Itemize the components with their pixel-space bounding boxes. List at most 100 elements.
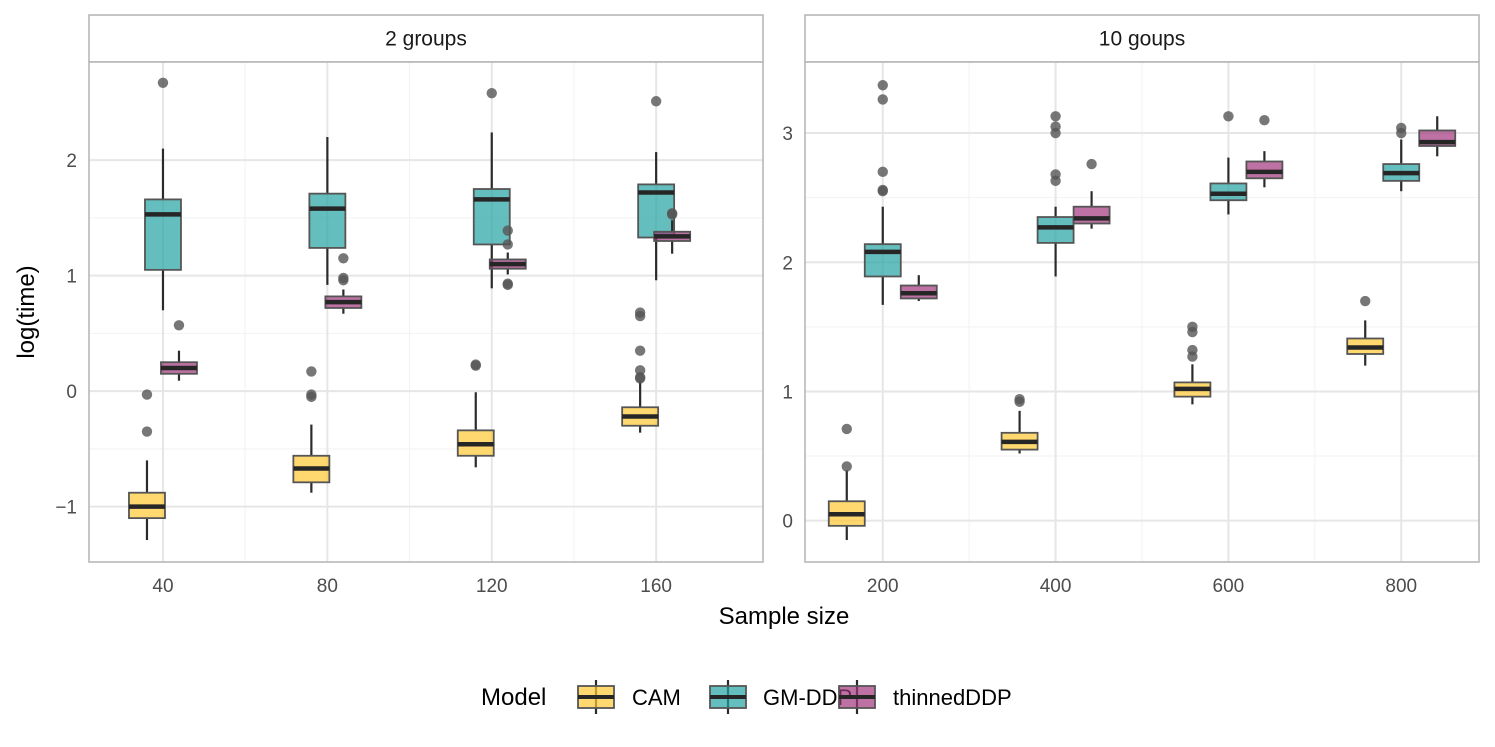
box-gm-ddp: [1382, 122, 1421, 192]
box-body: [1072, 205, 1111, 225]
y-tick-label: −1: [55, 498, 77, 519]
y-tick-label: 2: [66, 151, 77, 172]
outlier-point: [306, 366, 317, 377]
box-cam: [456, 359, 495, 468]
box-gm-ddp: [1036, 111, 1075, 277]
outlier-point: [1014, 394, 1025, 405]
outlier-point: [502, 278, 513, 289]
outlier-point: [338, 272, 349, 284]
outlier-point: [841, 461, 852, 472]
y-tick-label: 0: [782, 512, 793, 533]
y-tick-label: 1: [782, 382, 793, 403]
box-thinnedddp: [488, 225, 527, 291]
outlier-point: [306, 389, 317, 400]
legend-title: Model: [481, 684, 546, 711]
box-gm-ddp: [863, 80, 902, 305]
box-gm-ddp: [1209, 111, 1248, 215]
y-tick-label: 1: [66, 267, 77, 288]
outlier-point: [141, 426, 153, 437]
y-tick-label: 0: [66, 382, 77, 403]
outlier-point: [1259, 114, 1270, 126]
box-gm-ddp: [472, 87, 511, 289]
x-tick-label: 800: [1385, 576, 1417, 597]
outlier-point: [634, 345, 646, 356]
outlier-point: [1050, 169, 1061, 180]
plot-area: −1 0 1 2 40 80 120 160: [55, 61, 764, 597]
box-cam: [1346, 295, 1385, 366]
outlier-point: [634, 307, 646, 318]
outlier-point: [877, 94, 888, 105]
box-cam: [1000, 394, 1039, 454]
plot-background: [89, 62, 763, 562]
outlier-point: [502, 239, 513, 250]
box-gm-ddp: [308, 137, 347, 285]
box-cam: [128, 389, 166, 541]
x-tick-label: 600: [1213, 576, 1245, 597]
box-body: [1036, 216, 1075, 244]
box-cam: [827, 423, 866, 541]
outlier-point: [877, 80, 888, 91]
y-tick-label: 2: [782, 253, 793, 274]
y-tick-label: 3: [782, 124, 793, 145]
legend-key-gm-ddp: [709, 680, 747, 714]
box-cam: [292, 366, 331, 493]
outlier-point: [1223, 111, 1234, 122]
box-thinnedddp: [324, 253, 363, 314]
x-tick-label: 160: [640, 576, 672, 597]
legend-label: CAM: [632, 685, 681, 710]
box-body: [863, 243, 902, 278]
box-thinnedddp: [1072, 158, 1111, 229]
box-thinnedddp: [1245, 114, 1284, 188]
outlier-point: [157, 77, 169, 88]
outlier-point: [486, 87, 497, 99]
box-cam: [621, 307, 660, 433]
x-tick-label: 200: [867, 576, 899, 597]
outlier-point: [634, 365, 646, 376]
legend: Model CAM GM-DDP thinnedDDP: [481, 680, 1012, 714]
legend-label: thinnedDDP: [893, 685, 1012, 710]
plot-area: 0 1 2 3 200 400 600 800: [782, 61, 1480, 597]
panel-border: [804, 61, 1480, 563]
outlier-point: [841, 423, 852, 435]
panel-10-goups: 10 goups 0 1 2 3 200 400 600 800: [782, 14, 1480, 597]
panel-border: [88, 61, 764, 563]
legend-label: GM-DDP: [763, 685, 852, 710]
outlier-point: [877, 166, 888, 178]
outlier-point: [1187, 321, 1198, 333]
x-tick-label: 80: [317, 576, 338, 597]
outlier-point: [1360, 295, 1371, 307]
x-axis-title: Sample size: [719, 603, 850, 630]
box-gm-ddp: [144, 77, 182, 311]
outlier-point: [338, 253, 349, 264]
box-thinnedddp: [653, 208, 692, 254]
outlier-point: [502, 225, 513, 236]
box-body: [144, 198, 182, 271]
outlier-point: [877, 184, 888, 196]
outlier-point: [1396, 122, 1407, 134]
outlier-point: [173, 320, 185, 331]
outlier-point: [1187, 344, 1198, 356]
x-tick-label: 400: [1040, 576, 1072, 597]
x-tick-label: 120: [476, 576, 508, 597]
box-thinnedddp: [1418, 116, 1457, 157]
legend-key-thinnedddp: [838, 680, 876, 714]
outlier-point: [470, 359, 481, 370]
box-cam: [1173, 321, 1212, 405]
y-axis-title: log(time): [13, 265, 40, 358]
outlier-point: [650, 96, 662, 107]
box-thinnedddp: [899, 275, 938, 302]
strip-title: 10 goups: [1099, 28, 1185, 51]
outlier-point: [1050, 121, 1061, 132]
box-body: [308, 192, 347, 249]
strip-title: 2 groups: [385, 28, 467, 51]
strip-10-goups: [804, 14, 1480, 63]
legend-key-cam: [577, 680, 615, 714]
panel-2-groups: 2 groups −1 0 1 2 40 80 120 160: [55, 14, 764, 597]
outlier-point: [1050, 111, 1061, 122]
strip-2-groups: [88, 14, 764, 63]
x-tick-label: 40: [152, 576, 173, 597]
box-thinnedddp: [160, 320, 198, 381]
outlier-point: [666, 208, 678, 219]
outlier-point: [141, 389, 153, 400]
